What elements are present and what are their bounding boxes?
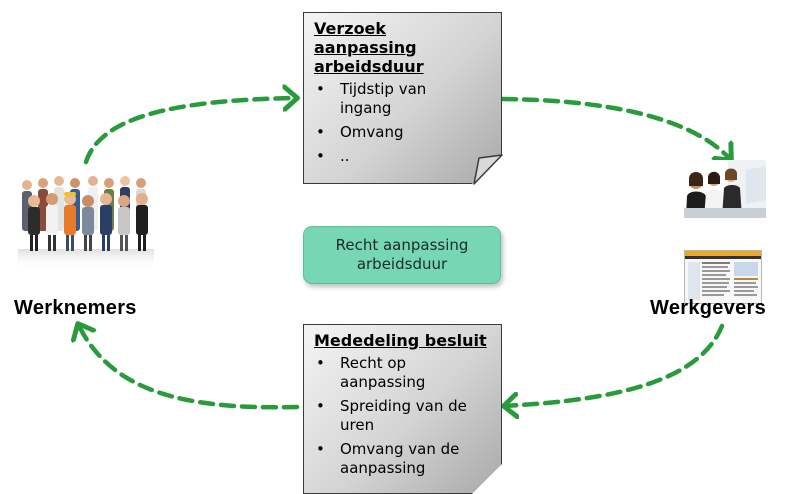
employers-label: Werkgevers [650,297,767,319]
arrow-decision-to-employees [78,324,300,410]
employees-group-illustration [18,176,154,270]
list-item: Omvang van de aanpassing [314,440,493,478]
arrow-employers-to-decision [504,323,725,406]
decision-note-list: Recht op aanpassing Spreiding van de ure… [314,354,493,478]
request-note: Verzoek aanpassing arbeidsduur Tijdstip … [303,12,502,184]
list-item: Omvang [314,123,493,142]
request-note-list: Tijdstip van ingang Omvang .. [314,80,493,166]
list-item: Recht op aanpassing [314,354,493,392]
list-item: .. [314,147,493,166]
website-thumbnail [684,250,762,304]
arrow-request-to-employers [500,96,731,160]
decision-note-title: Mededeling besluit [314,331,487,350]
list-item: Spreiding van de uren [314,397,493,435]
central-topic-box: Recht aanpassing arbeidsduur [303,226,501,284]
list-item: Tijdstip van ingang [314,80,493,118]
employees-label: Werknemers [14,297,137,319]
call-center-photo [684,160,766,218]
arrow-employees-to-request [83,98,297,165]
request-note-title: Verzoek aanpassing arbeidsduur [314,19,424,76]
decision-note: Mededeling besluit Recht op aanpassing S… [303,324,502,494]
request-note-fold [473,154,503,185]
